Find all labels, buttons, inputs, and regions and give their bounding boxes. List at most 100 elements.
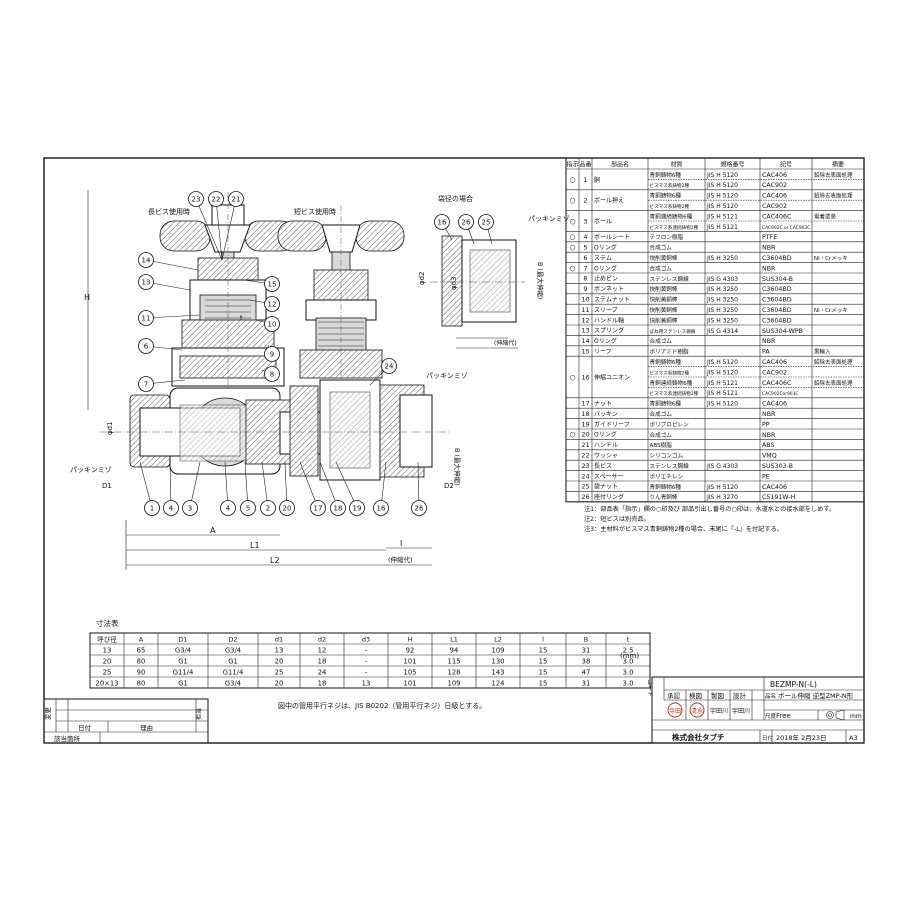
drafter-name: 宇田川 — [710, 707, 728, 715]
parts-symbol: SUS304-WPB — [762, 328, 803, 335]
parts-material: ビスマス系鋳物2種 — [650, 369, 690, 376]
parts-header-3: 材質 — [670, 161, 682, 169]
part-callout-number: 21 — [232, 196, 241, 204]
role-approve: 承認 — [667, 691, 681, 700]
parts-name: ボールシート — [594, 233, 630, 241]
part-callout-13: 13 — [138, 274, 191, 291]
parts-symbol: PP — [762, 421, 770, 428]
dims-cell: 143 — [492, 668, 505, 676]
parts-no: 7 — [583, 264, 587, 272]
part-callout-number: 9 — [270, 351, 274, 359]
title-sheet-size: A3 — [849, 734, 858, 742]
parts-note: 鉛除去表面処理 — [814, 192, 853, 200]
dims-header-4: d1 — [275, 635, 283, 643]
parts-name: ハンドル — [594, 442, 618, 449]
title-scale: Free — [776, 712, 791, 720]
part-callout-number: 19 — [353, 505, 362, 513]
part-callout-10: 10 — [255, 316, 280, 332]
part-callout-number: 18 — [334, 505, 343, 513]
parts-material: 合成ゴム — [650, 337, 673, 345]
parts-no: 17 — [581, 400, 589, 408]
parts-symbol: C3604BD — [762, 317, 792, 324]
revision-apply-label: 該当箇所 — [54, 734, 81, 743]
parts-no: 15 — [581, 348, 589, 356]
parts-standard: JIS H 5121 — [706, 224, 738, 231]
label-packing-left: パッキンミゾ — [70, 466, 112, 474]
parts-no: 8 — [583, 275, 587, 283]
dims-cell: G1 — [178, 679, 188, 687]
dims-cell: 2.5 — [623, 646, 634, 654]
parts-note: 電着塗装 — [814, 212, 837, 220]
company-name: 株式会社タブチ — [672, 732, 725, 742]
parts-standard: JIS H 5120 — [706, 369, 738, 376]
parts-note-line: 注2：短ビスは別売品。 — [584, 515, 650, 523]
parts-mark: ○ — [569, 431, 575, 439]
part-callout-number: 7 — [144, 381, 148, 389]
dims-cell: 90 — [137, 668, 146, 676]
dims-cell: 109 — [492, 646, 505, 654]
part-callout-number: 10 — [268, 321, 277, 329]
handle-short-screw — [277, 205, 405, 382]
dim-d3: φd3 — [450, 276, 458, 290]
dim-l2: L2 — [270, 556, 280, 565]
parts-symbol: CAC902 — [762, 182, 787, 189]
parts-material: テフロン樹脂 — [650, 233, 684, 241]
parts-name: Oリング — [594, 264, 617, 272]
stamp-approve — [667, 702, 683, 718]
parts-symbol: CAC406 — [762, 359, 787, 366]
parts-name: ガイドリーフ — [594, 420, 630, 428]
parts-no: 6 — [583, 254, 587, 262]
dims-cell: 109 — [448, 679, 461, 687]
parts-material: りん青銅棒 — [650, 493, 678, 501]
dims-cell: G3/4 — [225, 679, 241, 687]
revision-person-label: 担当 — [195, 708, 203, 720]
part-callout-24: 24 — [369, 358, 397, 386]
parts-symbol: SUS303-B — [762, 463, 793, 470]
part-callout-number: 23 — [192, 196, 201, 204]
parts-symbol: C3604BD — [762, 286, 792, 293]
parts-material: 青銅鋳物6種 — [650, 358, 682, 366]
part-callout-12: 12 — [249, 296, 280, 312]
parts-name: ボール押え — [594, 197, 624, 205]
parts-standard: JIS G 4314 — [706, 328, 738, 335]
parts-no: 19 — [581, 420, 589, 428]
stamp-check-text: 清永 — [691, 707, 703, 715]
part-callout-20: 20 — [279, 461, 295, 516]
dims-cell: 92 — [406, 646, 415, 654]
dims-cell: 115 — [448, 657, 461, 665]
dims-header-6: d3 — [362, 635, 370, 643]
parts-name: 胴 — [594, 177, 600, 184]
parts-no: 21 — [581, 441, 589, 449]
dims-cell: - — [365, 657, 368, 665]
parts-standard: JIS H 5121 — [706, 213, 738, 220]
parts-note: 鉛除去表面処理 — [814, 379, 853, 387]
dim-a: A — [210, 526, 216, 535]
parts-note-line: 注1：部品表「指示」欄の○印及び 部品引出し番号の○印は、水道水との接水部をしめ… — [584, 505, 835, 513]
parts-name: Oリング — [594, 244, 617, 252]
title-scale-label: 尺度 — [765, 712, 777, 720]
parts-material: ビスマス系鋳物2種 — [650, 203, 690, 210]
parts-header-4: 規格番号 — [720, 161, 744, 169]
parts-name: ハンドル軸 — [594, 316, 624, 324]
part-callout-number: 5 — [246, 505, 250, 513]
part-callout-16: 16 — [434, 214, 453, 241]
dims-header-0: 呼び径 — [97, 634, 117, 643]
role-check: 検図 — [689, 691, 702, 700]
parts-material: 青銅鋳物6種 — [650, 171, 682, 179]
dims-header-8: L1 — [450, 635, 458, 643]
dims-cell: 24 — [318, 668, 327, 676]
title-date-label: 日付 — [762, 734, 774, 742]
parts-mark: ○ — [569, 197, 575, 205]
dims-cell: 20 — [275, 679, 284, 687]
dims-cell: 101 — [404, 657, 417, 665]
part-callout-23: 23 — [188, 191, 223, 261]
parts-name: ボンネット — [594, 285, 624, 293]
title-code-label: コード — [646, 679, 653, 697]
parts-symbol: C3604BD — [762, 255, 792, 262]
valve-body — [100, 379, 450, 481]
dims-cell: 20 — [275, 657, 284, 665]
parts-no: 23 — [581, 462, 589, 470]
part-callout-5: 5 — [240, 461, 256, 516]
